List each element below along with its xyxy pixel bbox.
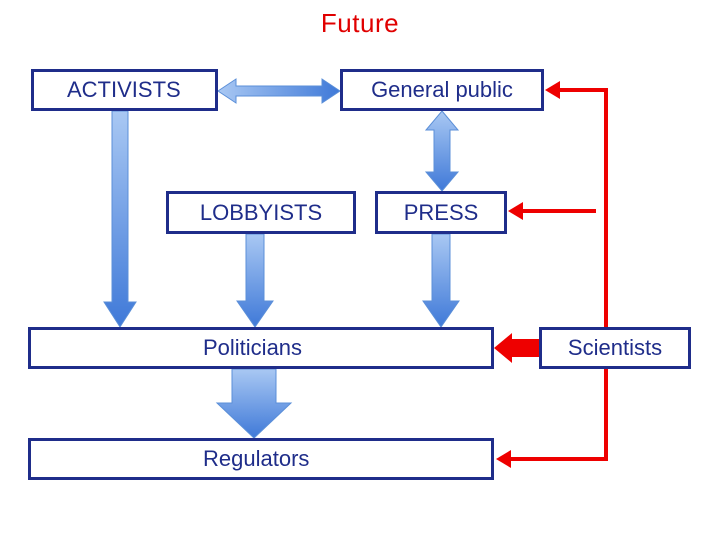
politicians-box: Politicians — [28, 327, 494, 369]
regulators-label: Regulators — [203, 446, 310, 471]
red-arrowhead-public — [545, 81, 560, 99]
red-connector-line — [555, 88, 608, 327]
red-connector-regulators — [510, 369, 608, 461]
arrow-scientists-politicians — [494, 333, 539, 363]
red-arrowhead-press — [508, 202, 523, 220]
general-public-label: General public — [371, 77, 513, 102]
arrow-activists-politicians — [103, 110, 137, 328]
lobbyists-label: LOBBYISTS — [199, 199, 323, 225]
general-public-box: General public — [340, 69, 544, 111]
arrow-lobbyists-politicians — [236, 233, 274, 328]
scientists-box: Scientists — [539, 327, 691, 369]
politicians-label: Politicians — [203, 335, 303, 360]
arrow-politicians-regulators — [215, 368, 293, 439]
press-label: PRESS — [403, 199, 479, 225]
press-box: PRESS — [375, 191, 507, 234]
arrow-activists-public — [217, 78, 341, 104]
diagram-title: Future — [320, 8, 400, 38]
activists-label: ACTIVISTS — [67, 77, 181, 102]
arrow-public-press — [424, 110, 460, 192]
arrow-press-politicians — [422, 233, 460, 328]
red-arrowhead-regulators — [496, 450, 511, 468]
scientists-label: Scientists — [567, 335, 663, 360]
activists-box: ACTIVISTS — [31, 69, 218, 111]
regulators-box: Regulators — [28, 438, 494, 480]
lobbyists-box: LOBBYISTS — [166, 191, 356, 234]
